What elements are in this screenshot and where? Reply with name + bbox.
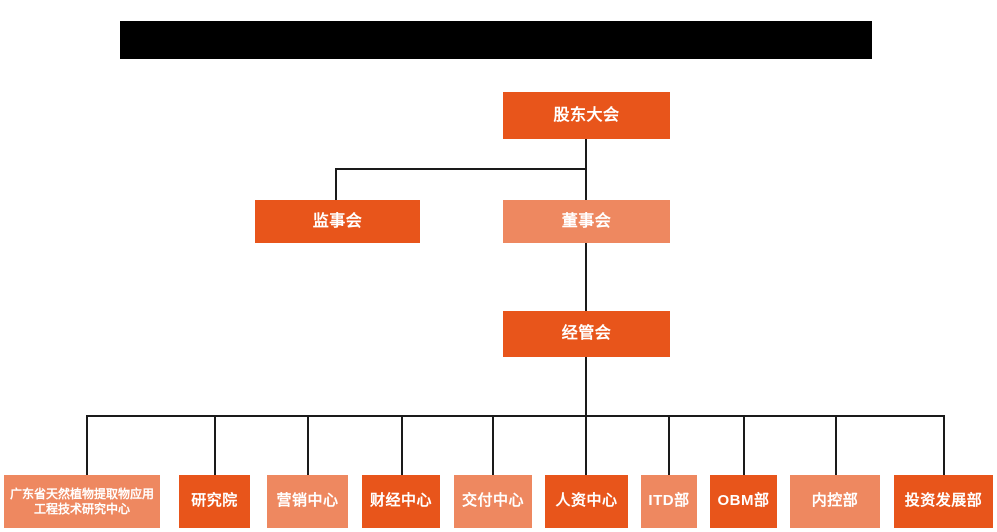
- connector-departments-bus: [86, 415, 944, 417]
- node-label: 董事会: [561, 212, 612, 230]
- connector-to-obm: [743, 415, 745, 475]
- node-label: 人资中心: [555, 492, 618, 510]
- node-finance-center[interactable]: 财经中心: [362, 475, 440, 528]
- connector-shareholders-down: [585, 139, 587, 170]
- connector-to-itd: [668, 415, 670, 475]
- redacted-title-bar: [120, 21, 872, 59]
- node-supervisory-board[interactable]: 监事会: [255, 200, 420, 243]
- node-institute[interactable]: 研究院: [179, 475, 250, 528]
- connector-to-finance: [401, 415, 403, 475]
- node-label: 研究院: [191, 492, 238, 510]
- connector-level1-bus: [335, 168, 587, 170]
- node-management-committee[interactable]: 经管会: [503, 311, 670, 357]
- node-label: 股东大会: [553, 106, 620, 124]
- node-label: 广东省天然植物提取物应用工程技术研究中心: [9, 486, 154, 516]
- node-label: 营销中心: [276, 492, 339, 510]
- connector-to-delivery: [492, 415, 494, 475]
- node-label: 投资发展部: [904, 492, 983, 510]
- connector-management-down: [585, 357, 587, 417]
- node-marketing-center[interactable]: 营销中心: [267, 475, 348, 528]
- node-investment-development-department[interactable]: 投资发展部: [894, 475, 993, 528]
- node-label: 经管会: [561, 325, 612, 342]
- node-delivery-center[interactable]: 交付中心: [454, 475, 532, 528]
- connector-to-supervisory: [335, 168, 337, 200]
- connector-to-research-ctr: [86, 415, 88, 475]
- connector-to-internal-ctrl: [835, 415, 837, 475]
- node-shareholders-meeting[interactable]: 股东大会: [503, 92, 670, 139]
- node-internal-control-department[interactable]: 内控部: [790, 475, 880, 528]
- node-label: 财经中心: [369, 492, 432, 510]
- node-label: 内控部: [811, 492, 859, 510]
- node-board-of-directors[interactable]: 董事会: [503, 200, 670, 243]
- connector-to-hr: [585, 415, 587, 475]
- node-hr-center[interactable]: 人资中心: [545, 475, 628, 528]
- node-label: 交付中心: [461, 492, 524, 510]
- node-itd-department[interactable]: ITD部: [641, 475, 697, 528]
- connector-to-board: [585, 168, 587, 200]
- node-obm-department[interactable]: OBM部: [710, 475, 777, 528]
- node-label: OBM部: [717, 492, 770, 510]
- connector-to-investment: [943, 415, 945, 475]
- connector-board-to-management: [585, 243, 587, 311]
- connector-to-institute: [214, 415, 216, 475]
- node-label: 监事会: [312, 212, 363, 230]
- connector-to-marketing: [307, 415, 309, 475]
- node-guangdong-research-center[interactable]: 广东省天然植物提取物应用工程技术研究中心: [4, 475, 160, 528]
- node-label: ITD部: [648, 492, 690, 510]
